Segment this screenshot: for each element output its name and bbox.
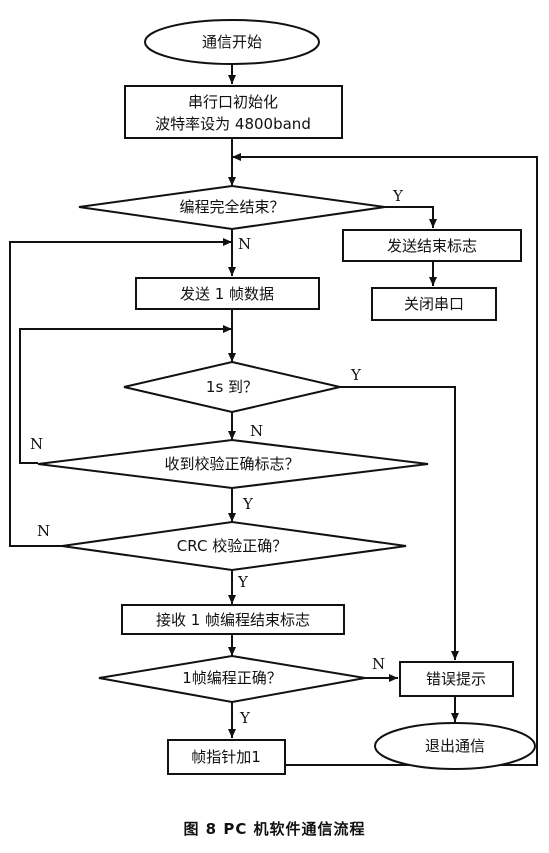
recv-verify-label: 收到校验正确标志？ — [164, 455, 299, 473]
edge-verify-no-return — [19, 325, 232, 464]
prog-done-label: 编程完全结束？ — [179, 198, 284, 216]
label-frame-ok-no: N — [372, 655, 385, 673]
node-close-port: 关闭串口 — [371, 287, 497, 321]
label-one-sec-yes: Y — [350, 366, 362, 384]
recv-frame-end-label: 接收 1 帧编程结束标志 — [156, 611, 310, 629]
label-crc-no: N — [37, 522, 50, 540]
decision-frame-prog-ok: 1帧编程正确？ — [98, 654, 366, 704]
label-crc-yes: Y — [237, 573, 249, 591]
decision-crc: CRC 校验正确？ — [61, 520, 407, 572]
label-prog-done-yes: Y — [392, 187, 404, 205]
label-recv-verify-no: N — [30, 435, 43, 453]
figure-caption: 图 8 PC 机软件通信流程 — [183, 820, 366, 838]
error-prompt-label: 错误提示 — [426, 670, 486, 688]
crc-label: CRC 校验正确？ — [177, 537, 287, 555]
frame-ptr-inc-label: 帧指针加1 — [191, 748, 261, 766]
node-exit-comm: 退出通信 — [374, 722, 536, 770]
node-error-prompt: 错误提示 — [399, 661, 514, 697]
one-sec-label: 1s 到？ — [206, 378, 258, 396]
edge-prog-done-yes — [385, 206, 437, 228]
decision-one-sec: 1s 到？ — [123, 360, 341, 414]
connectors — [9, 64, 538, 766]
node-start: 通信开始 — [144, 19, 320, 65]
decision-prog-done: 编程完全结束？ — [78, 184, 386, 231]
send-frame-label: 发送 1 帧数据 — [180, 285, 274, 303]
node-send-end-flag: 发送结束标志 — [342, 229, 522, 262]
init-label-line1: 串行口初始化 — [188, 93, 278, 111]
frame-prog-ok-label: 1帧编程正确？ — [182, 669, 282, 687]
node-recv-frame-end: 接收 1 帧编程结束标志 — [121, 604, 345, 635]
label-one-sec-no: N — [250, 422, 263, 440]
start-label: 通信开始 — [202, 33, 262, 51]
flowchart: 通信开始 串行口初始化 波特率设为 4800band 编程完全结束？ 发送结束标… — [9, 19, 538, 775]
label-prog-done-no: N — [238, 235, 251, 253]
node-frame-ptr-inc: 帧指针加1 — [167, 739, 286, 775]
send-end-flag-label: 发送结束标志 — [387, 237, 477, 255]
exit-comm-label: 退出通信 — [425, 737, 485, 755]
label-recv-verify-yes: Y — [242, 495, 254, 513]
edge-crc-no-return — [9, 238, 232, 547]
close-port-label: 关闭串口 — [404, 295, 464, 313]
node-send-frame: 发送 1 帧数据 — [135, 277, 320, 310]
label-frame-ok-yes: Y — [239, 709, 251, 727]
edge-1s-yes — [340, 386, 459, 660]
decision-recv-verify: 收到校验正确标志？ — [37, 438, 429, 490]
init-label-line2: 波特率设为 4800band — [155, 115, 311, 133]
node-init: 串行口初始化 波特率设为 4800band — [124, 85, 343, 139]
